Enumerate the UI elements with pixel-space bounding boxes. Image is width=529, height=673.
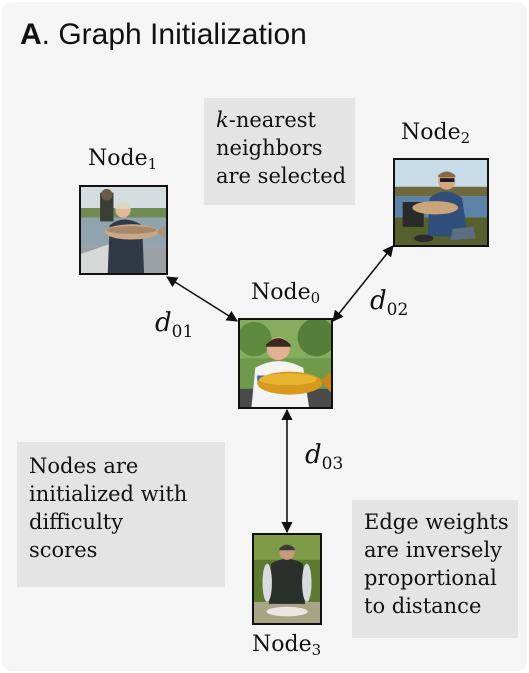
knn-note-line: neighbors [216, 136, 323, 160]
node-2-photo [393, 158, 489, 247]
edge-label-03: d03 [305, 440, 344, 474]
weights-note-line: proportional [364, 566, 497, 590]
edge-01 [166, 276, 238, 322]
init-note-line: initialized with [29, 482, 188, 506]
weights-note: Edge weights are inversely proportional … [352, 500, 518, 638]
init-note-line: difficulty [29, 510, 124, 534]
node-label-3: Node3 [252, 632, 322, 659]
init-note-line: scores [29, 538, 98, 562]
node-label-2: Node2 [401, 120, 471, 147]
edge-02 [332, 245, 394, 322]
node-1-photo [79, 185, 168, 275]
weights-note-line: are inversely [364, 538, 503, 562]
weights-note-line: Edge weights [364, 510, 509, 534]
node-0-photo [238, 318, 333, 409]
init-note: Nodes are initialized with difficulty sc… [17, 442, 225, 587]
panel-title: A. Graph Initialization [20, 18, 307, 51]
init-note-line: Nodes are [29, 454, 139, 478]
knn-note-italic: k [216, 108, 229, 132]
knn-note-line: are selected [216, 164, 347, 188]
knn-note: k-nearest neighbors are selected [204, 98, 355, 205]
node-3-photo [252, 533, 322, 625]
knn-note-line: -nearest [228, 108, 316, 132]
weights-note-line: to distance [364, 594, 482, 618]
node-label-1: Node1 [88, 146, 158, 173]
node-label-0: Node0 [251, 280, 321, 307]
